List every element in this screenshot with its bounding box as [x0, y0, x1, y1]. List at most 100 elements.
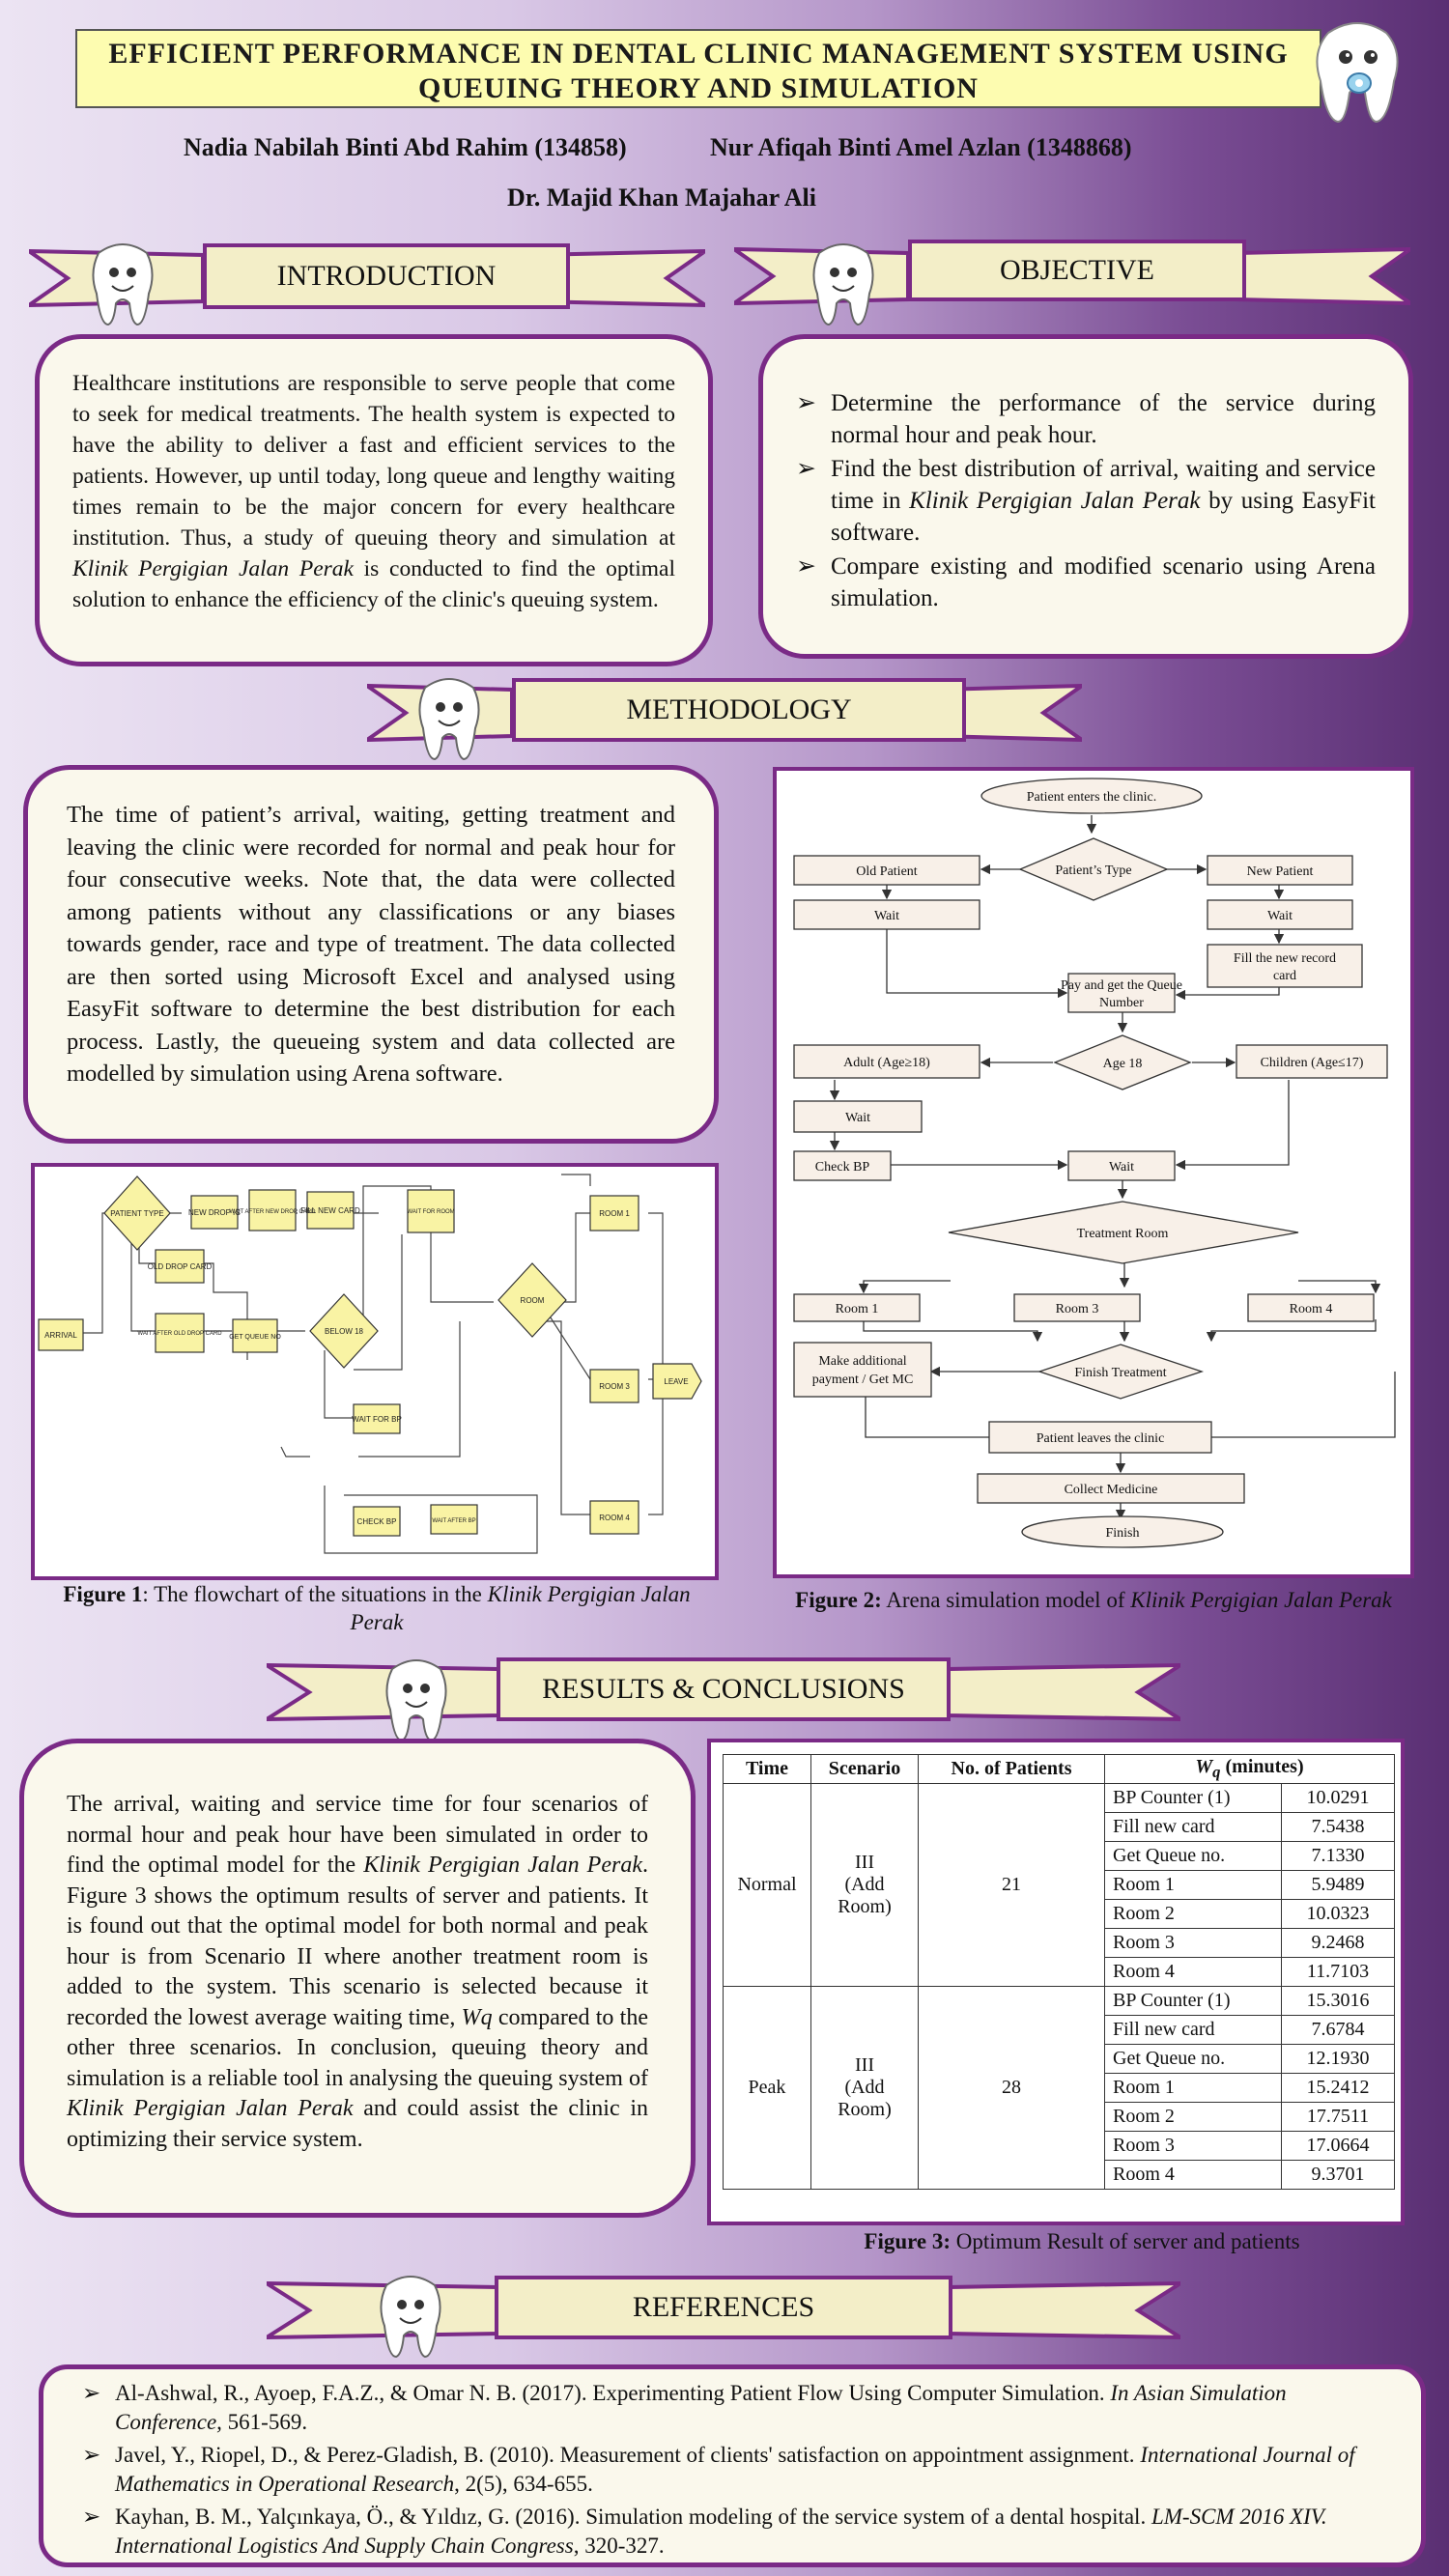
flow-node-label: New Patient — [1247, 864, 1314, 879]
arena-node — [353, 1403, 401, 1434]
results-heading: RESULTS & CONCLUSIONS — [497, 1657, 951, 1721]
reference-after-text: 561-569. — [221, 2410, 308, 2434]
flow-node-label: Wait — [845, 1111, 870, 1125]
flow-node-label: Make additional — [818, 1354, 906, 1369]
objective-panel: ➢Determine the performance of the servic… — [758, 334, 1413, 659]
arena-label: LEAVE — [664, 1377, 688, 1386]
flow-node-label: Number — [1099, 996, 1144, 1010]
server-cell: Get Queue no. — [1104, 1841, 1282, 1871]
references-heading: REFERENCES — [495, 2276, 952, 2339]
tooth-mascot-icon — [812, 243, 874, 326]
flow-node-label: Finish Treatment — [1074, 1366, 1166, 1380]
references-panel: ➢ Al-Ashwal, R., Ayoep, F.A.Z., & Omar N.… — [39, 2364, 1426, 2567]
wq-value-cell: 9.3701 — [1281, 2160, 1395, 2190]
patients-cell: 28 — [918, 1986, 1105, 2190]
arena-node — [589, 1195, 639, 1231]
reference-after-text: , 320-327. — [573, 2534, 665, 2558]
figure-1-caption: Figure 1: The flowchart of the situation… — [63, 1582, 691, 1634]
tooth-mascot-icon — [385, 1659, 447, 1742]
wq-value-cell: 10.0323 — [1281, 1899, 1395, 1929]
arena-label: WAIT FOR ROOM — [407, 1209, 454, 1215]
introduction-text: Healthcare institutions are responsible … — [72, 371, 675, 612]
column-header: No. of Patients — [918, 1754, 1105, 1784]
server-cell: Get Queue no. — [1104, 2044, 1282, 2074]
server-cell: Room 3 — [1104, 1928, 1282, 1958]
server-cell: Room 2 — [1104, 1899, 1282, 1929]
author-1: Nadia Nabilah Binti Abd Rahim (134858) — [184, 133, 627, 161]
arena-node — [248, 1189, 297, 1231]
arena-node — [309, 1293, 379, 1369]
arena-node — [306, 1191, 355, 1230]
arena-node — [155, 1249, 205, 1284]
flow-node-label: Patient leaves the clinic — [1037, 1431, 1165, 1446]
arena-node — [652, 1363, 702, 1400]
table-row: Get Queue no.7.1330 — [724, 1841, 1395, 1871]
reference-item: ➢Kayhan, B. M., Yalçınkaya, Ö., & Yıldız… — [72, 2503, 1392, 2561]
arena-label: PATIENT TYPE — [110, 1209, 163, 1218]
server-cell: BP Counter (1) — [1104, 1783, 1282, 1813]
flow-node-label: payment / Get MC — [812, 1373, 914, 1387]
patients-cell: 21 — [918, 1783, 1105, 1987]
arena-node — [497, 1262, 567, 1338]
server-cell: Room 3 — [1104, 2131, 1282, 2161]
reference-after-text: , 2(5), 634-655. — [454, 2472, 593, 2496]
reference-italic-text: International Journal of Mathematics in … — [115, 2443, 1355, 2496]
flow-node-label: Room 1 — [836, 1302, 879, 1316]
arena-label: ARRIVAL — [44, 1331, 77, 1340]
arrow-bullet-icon: ➢ — [82, 2443, 101, 2467]
wq-value-cell: 17.0664 — [1281, 2131, 1395, 2161]
scenario-line: III — [855, 1852, 874, 1873]
flow-node-label: Room 4 — [1290, 1302, 1333, 1316]
reference-italic-text: In Asian Simulation Conference, — [115, 2381, 1287, 2434]
server-cell: Room 4 — [1104, 1957, 1282, 1987]
figure-2-caption: Figure 2: Arena simulation model of Klin… — [795, 1588, 1392, 1612]
author-2: Nur Afiqah Binti Amel Azlan (1348868) — [710, 133, 1132, 161]
title-line-2: QUEUING THEORY AND SIMULATION — [418, 72, 979, 104]
wq-value-cell: 7.1330 — [1281, 1841, 1395, 1871]
methodology-panel: The time of patient’s arrival, waiting, … — [23, 765, 719, 1144]
arena-label: WAIT FOR BP — [352, 1415, 402, 1424]
arena-label: ROOM — [521, 1296, 545, 1305]
scenario-line: (Add — [844, 1874, 885, 1895]
reference-item: ➢Javel, Y., Riopel, D., & Perez-Gladish,… — [72, 2441, 1392, 2499]
reference-before-text: Al-Ashwal, R., Ayoep, F.A.Z., & Omar N. … — [115, 2381, 1111, 2405]
arrow-bullet-icon: ➢ — [796, 390, 816, 416]
title-line-1: EFFICIENT PERFORMANCE IN DENTAL CLINIC M… — [108, 38, 1289, 70]
wq-value-cell: 11.7103 — [1281, 1957, 1395, 1987]
results-panel: The arrival, waiting and service time fo… — [19, 1739, 696, 2218]
flow-node-label: Collect Medicine — [1065, 1483, 1158, 1497]
arena-label: GET QUEUE NO — [229, 1334, 281, 1341]
scenario-line: Room) — [838, 2099, 892, 2120]
arena-node — [190, 1195, 239, 1230]
flow-node-label: Wait — [1267, 909, 1293, 923]
objective-item: ➢Find the best distribution of arrival, … — [796, 453, 1376, 549]
reference-italic-text: LM-SCM 2016 XIV. International Logistics… — [115, 2505, 1327, 2558]
tooth-mascot-icon — [418, 678, 480, 761]
results-text: The arrival, waiting and service time fo… — [67, 1792, 649, 2152]
results-banner: RESULTS & CONCLUSIONS — [267, 1656, 1180, 1729]
flow-node-label: Room 3 — [1056, 1302, 1099, 1316]
column-header: Time — [723, 1754, 811, 1784]
flow-node-label: Patient’s Type — [1055, 863, 1131, 878]
server-cell: BP Counter (1) — [1104, 1986, 1282, 2016]
time-cell: Normal — [723, 1783, 811, 1987]
methodology-text: The time of patient’s arrival, waiting, … — [67, 802, 675, 1087]
introduction-panel: Healthcare institutions are responsible … — [35, 334, 713, 666]
arena-node — [589, 1369, 639, 1403]
arena-label: WAIT AFTER NEW DROP CARD — [230, 1209, 317, 1215]
wq-value-cell: 12.1930 — [1281, 2044, 1395, 2074]
arena-node — [38, 1318, 84, 1351]
objective-heading: OBJECTIVE — [908, 240, 1246, 301]
reference-before-text: Kayhan, B. M., Yalçınkaya, Ö., & Yıldız,… — [115, 2505, 1151, 2529]
poster-title: EFFICIENT PERFORMANCE IN DENTAL CLINIC M… — [75, 29, 1321, 108]
scenario-line: Room) — [838, 1896, 892, 1917]
objective-item: ➢Compare existing and modified scenario … — [796, 551, 1376, 614]
